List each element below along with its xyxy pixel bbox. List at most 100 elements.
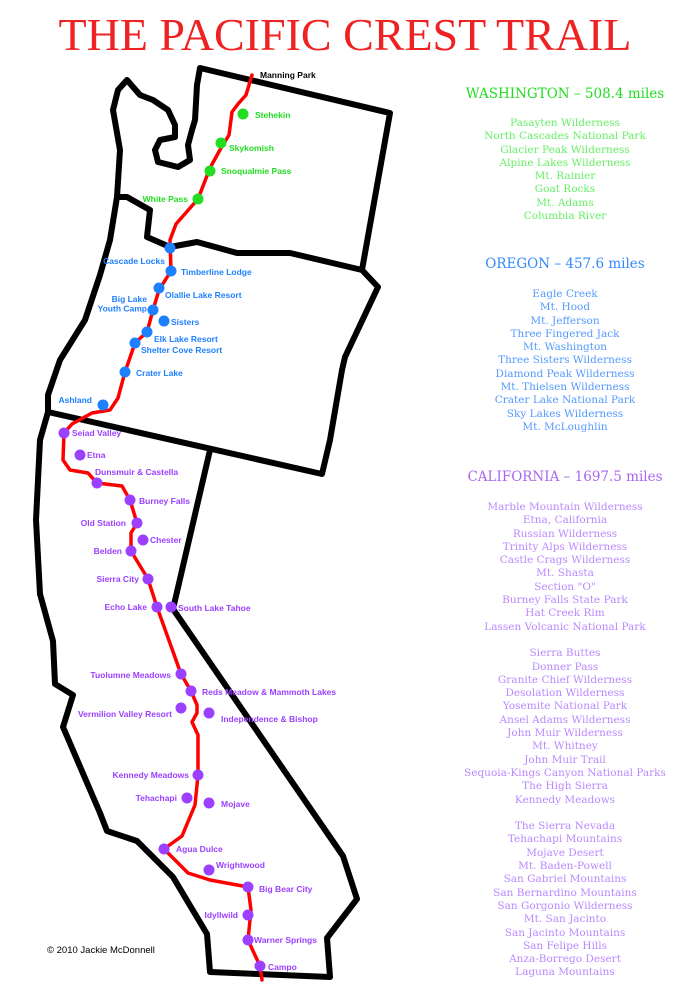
feature-list-item: San Gabriel Mountains <box>503 873 627 886</box>
trail-stop-marker <box>151 601 163 613</box>
feature-list-item: Sky Lakes Wilderness <box>506 407 624 420</box>
feature-list-item: Three Sisters Wilderness <box>498 354 632 367</box>
feature-list-item: Kennedy Meadows <box>514 793 616 806</box>
trail-stop-marker <box>91 477 103 489</box>
feature-list-item: Mt. Washington <box>522 341 608 354</box>
feature-list-item: Ansel Adams Wilderness <box>499 713 631 726</box>
feature-list-item: Lassen Volcanic National Park <box>484 620 646 633</box>
washington-header: WASHINGTON – 508.4 miles <box>465 86 665 102</box>
feature-list-item: Donner Pass <box>531 660 599 673</box>
trail-stop-marker <box>242 881 254 893</box>
trail-stop-label: Olallie Lake Resort <box>165 290 242 300</box>
trail-stop-marker <box>124 494 136 506</box>
trail-stop-marker <box>185 685 197 697</box>
trail-stop-label: Old Station <box>81 518 126 528</box>
trail-stop-marker <box>158 315 170 327</box>
trail-stop-label: Shelter Cove Resort <box>141 345 222 355</box>
trail-stop-marker <box>147 304 159 316</box>
trail-stop-marker <box>204 165 216 177</box>
trail-stop-label: Sierra City <box>96 574 139 584</box>
copyright-notice: © 2010 Jackie McDonnell <box>47 945 155 956</box>
trail-stop-marker <box>192 769 204 781</box>
trail-stop-marker <box>242 934 254 946</box>
feature-list-item: Crater Lake National Park <box>494 394 636 407</box>
trail-stop-marker <box>153 282 165 294</box>
feature-list-item: Mt. Adams <box>536 196 594 209</box>
feature-list-item: Sequoia-Kings Canyon National Parks <box>464 766 666 779</box>
feature-list-item: Mt. Jefferson <box>530 314 600 327</box>
oregon-header: OREGON – 457.6 miles <box>485 256 645 272</box>
feature-list-item: Etna, California <box>522 514 608 527</box>
feature-list-item: Russian Wilderness <box>512 527 618 540</box>
california-outline <box>33 409 360 980</box>
trail-stop-marker <box>165 601 177 613</box>
feature-list-item: Mt. McLoughlin <box>522 420 608 433</box>
manning-park-label: Manning Park <box>260 70 316 80</box>
trail-stop-marker <box>129 337 141 349</box>
trail-stop-marker <box>142 573 154 585</box>
feature-list-item: Pasayten Wilderness <box>510 117 620 129</box>
trail-stop-label: Tehachapi <box>136 793 177 803</box>
trail-stop-label: Reds Meadow & Mammoth Lakes <box>202 687 336 697</box>
trail-stop-marker <box>203 797 215 809</box>
trail-stop-marker <box>175 702 187 714</box>
trail-stop-marker <box>97 399 109 411</box>
trail-stop-marker <box>165 265 177 277</box>
trail-stop-label: Crater Lake <box>136 368 183 378</box>
feature-list-item: Mt. Hood <box>539 301 591 314</box>
trail-stop-marker <box>141 326 153 338</box>
trail-stop-label: Wrightwood <box>216 860 265 870</box>
trail-stop-marker <box>125 545 137 557</box>
feature-list-item: Sierra Buttes <box>529 647 601 660</box>
trail-stop-label: Stehekin <box>255 110 290 120</box>
trail-stop-label: Echo Lake <box>104 602 147 612</box>
trail-stop-label: Warner Springs <box>254 935 317 945</box>
feature-list-item: Section "O" <box>534 580 596 593</box>
trail-stop-label: South Lake Tahoe <box>178 603 251 613</box>
feature-list-item: Three Fingered Jack <box>510 327 620 340</box>
feature-list-item: Alpine Lakes Wilderness <box>499 156 631 169</box>
trail-stop-marker <box>203 707 215 719</box>
trail-stop-marker <box>242 909 254 921</box>
feature-list-item: Eagle Creek <box>532 288 598 300</box>
trail-stop-marker <box>164 242 176 254</box>
feature-list-item: John Muir Wilderness <box>507 727 623 740</box>
feature-list-item: Mt. Shasta <box>536 567 594 580</box>
map-title: THE PACIFIC CREST TRAIL <box>58 9 632 60</box>
trail-stop-label: Timberline Lodge <box>181 267 252 277</box>
trail-stop-marker <box>181 792 193 804</box>
feature-list-item: San Felipe Hills <box>522 939 608 952</box>
trail-stop-label: Agua Dulce <box>176 844 223 854</box>
trail-stop-label: Mojave <box>221 799 250 809</box>
feature-list-item: Anza-Borrego Desert <box>509 953 621 966</box>
feature-list-item: Yosemite National Park <box>502 700 628 713</box>
trail-stop-marker <box>74 449 86 461</box>
feature-list-item: The High Sierra <box>522 780 608 793</box>
trail-stop-label: Vermilion Valley Resort <box>78 709 172 719</box>
trail-stop-label: Chester <box>150 535 182 545</box>
feature-list-item: Mt. San Jacinto <box>523 913 607 926</box>
feature-list-item: Glacier Peak Wilderness <box>500 143 630 156</box>
california-header: CALIFORNIA – 1697.5 miles <box>467 469 663 485</box>
trail-stop-label: White Pass <box>143 194 189 204</box>
trail-stop-marker <box>175 668 187 680</box>
trail-stop-marker <box>119 366 131 378</box>
california-section: CALIFORNIA – 1697.5 miles Marble Mountai… <box>440 469 690 993</box>
feature-list-item: Mt. Whitney <box>532 740 598 753</box>
feature-list-item: Trinity Alps Wilderness <box>502 540 628 553</box>
feature-list-item: Marble Mountain Wilderness <box>487 501 643 513</box>
trail-stop-marker <box>131 517 143 529</box>
feature-list-item: Mt. Rainier <box>534 170 596 183</box>
feature-list-item: Diamond Peak Wilderness <box>495 367 635 380</box>
trail-stop-marker <box>237 108 249 120</box>
trail-stop-label: Etna <box>87 450 106 460</box>
trail-stop-label: Dunsmuir & Castella <box>95 467 178 477</box>
feature-list-item: Goat Rocks <box>534 183 596 196</box>
feature-list-item: San Bernardino Mountains <box>493 886 637 899</box>
